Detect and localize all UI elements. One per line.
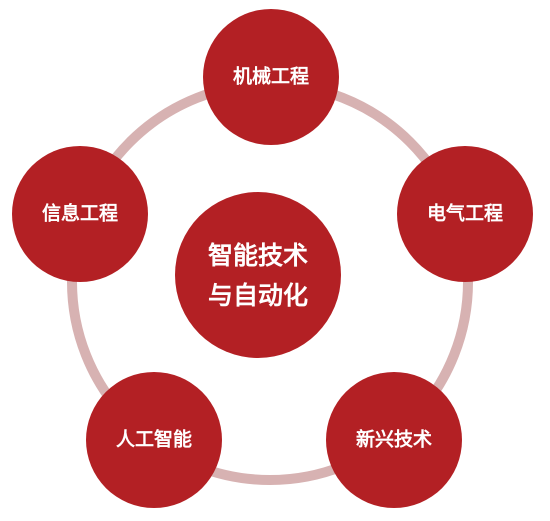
node-circle [326,372,462,508]
node-information-engineering: 信息工程 [12,146,148,282]
center-node: 智能技术 与自动化 [175,192,341,358]
node-artificial-intelligence: 人工智能 [86,372,222,508]
node-label: 机械工程 [233,65,309,88]
center-circle [175,192,341,358]
node-circle [86,372,222,508]
node-label: 电气工程 [427,202,503,225]
center-label-line2: 与自动化 [208,281,308,310]
node-label: 新兴技术 [356,428,432,451]
node-circle [203,9,339,145]
node-circle [397,146,533,282]
node-electrical-engineering: 电气工程 [397,146,533,282]
node-circle [12,146,148,282]
center-label-line1: 智能技术 [208,241,308,270]
node-label: 人工智能 [116,428,192,451]
node-emerging-technology: 新兴技术 [326,372,462,508]
node-mechanical-engineering: 机械工程 [203,9,339,145]
node-label: 信息工程 [42,202,118,225]
